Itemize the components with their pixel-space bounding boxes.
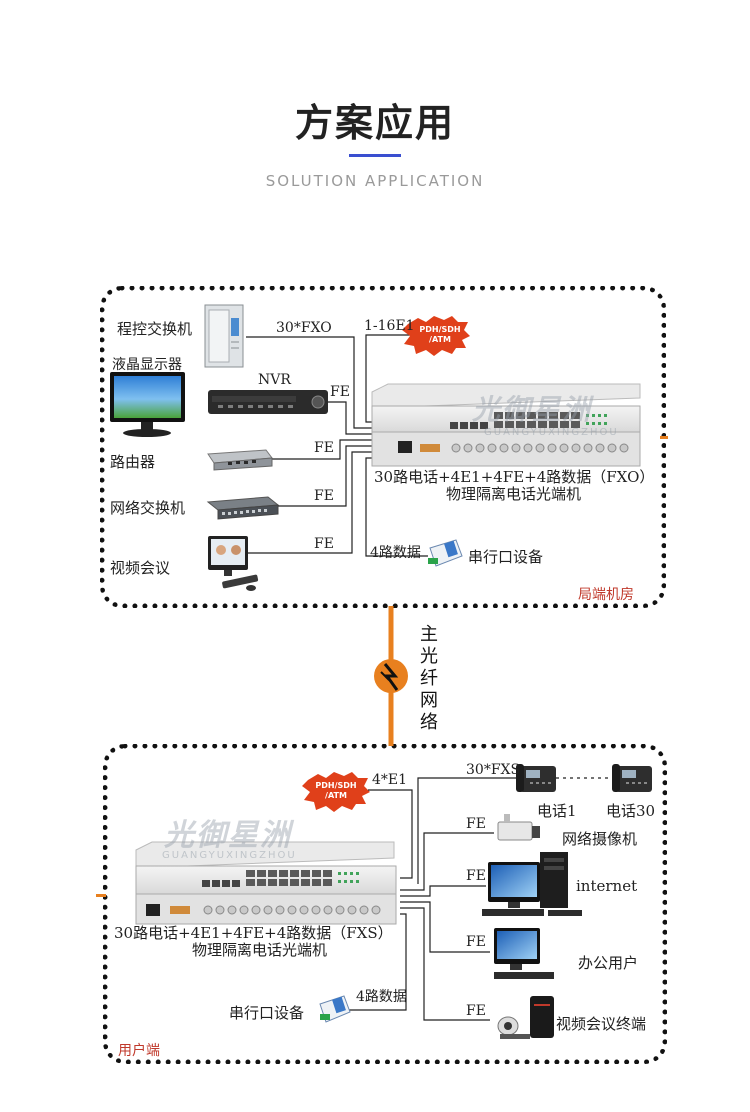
- top-fe-switch: FE: [314, 488, 334, 504]
- phone1-label: 电话1: [537, 802, 577, 820]
- title-underline: [349, 154, 401, 157]
- top-serial-device-icon: [428, 539, 463, 567]
- top-corner-label: 局端机房: [578, 587, 634, 603]
- fiber-char-5: 络: [420, 712, 438, 733]
- bottom-fe-internet: FE: [466, 868, 486, 884]
- top-serial-label: 串行口设备: [468, 548, 544, 566]
- bottom-serial-label: 串行口设备: [229, 1004, 305, 1022]
- top-equipment-line2: 物理隔离电话光端机: [446, 485, 582, 503]
- bottom-cloud-line1: PDH/SDH: [315, 781, 357, 790]
- phone30-label: 电话30: [606, 802, 656, 820]
- top-watermark: 光御星洲: [472, 393, 593, 426]
- top-equipment-line1: 30路电话+4E1+4FE+4路数据（FXO）: [374, 468, 655, 486]
- page-subtitle: SOLUTION APPLICATION: [265, 172, 485, 190]
- office-pc-icon: [494, 928, 554, 979]
- video-terminal-icon: [497, 996, 554, 1039]
- office-label: 办公用户: [578, 954, 639, 972]
- internet-pc-icon: [482, 852, 582, 916]
- video-conference-icon: [208, 536, 259, 591]
- top-fe-router: FE: [314, 440, 334, 456]
- top-edge-marker: [660, 436, 668, 439]
- top-cloud-line1: PDH/SDH: [419, 325, 461, 334]
- video-terminal-label: 视频会议终端: [556, 1015, 647, 1033]
- ip-camera-icon: [497, 814, 540, 841]
- top-pdh-cloud-icon: [402, 316, 470, 356]
- internet-label: internet: [576, 877, 638, 895]
- nvr-label: NVR: [258, 372, 291, 388]
- top-fe-video: FE: [314, 536, 334, 552]
- bottom-site-frame: [103, 744, 667, 1064]
- bottom-equipment-line2: 物理隔离电话光端机: [192, 941, 328, 959]
- fiber-network-label: 主 光 纤 网 络: [418, 624, 440, 734]
- fiber-char-1: 主: [420, 624, 438, 645]
- pbx-label: 程控交换机: [117, 320, 193, 338]
- top-site-frame: [100, 286, 666, 608]
- top-watermark-en: GUANGYUXINGZHOU: [484, 427, 619, 438]
- phone-30-icon: [612, 764, 652, 792]
- bottom-fe-ipcam: FE: [466, 816, 486, 832]
- monitor-label: 液晶显示器: [112, 357, 182, 373]
- router-label: 路由器: [110, 453, 156, 471]
- bottom-e1-link: 4*E1: [372, 772, 408, 788]
- bottom-watermark: 光御星洲: [164, 818, 292, 853]
- bottom-connection-lines: [346, 777, 516, 1021]
- bottom-watermark-en: GUANGYUXINGZHOU: [162, 850, 297, 861]
- top-data4-link: 4路数据: [370, 545, 421, 561]
- fiber-char-3: 纤: [420, 668, 438, 689]
- bottom-pdh-cloud-icon: [302, 772, 370, 812]
- top-fxo-link: 30*FXO: [276, 320, 332, 336]
- bottom-edge-marker: [96, 894, 106, 897]
- fiber-char-2: 光: [420, 646, 438, 667]
- monitor-icon: [110, 372, 185, 437]
- fiber-char-4: 网: [420, 690, 438, 711]
- top-cloud-line2: /ATM: [429, 335, 451, 344]
- phone-1-icon: [516, 764, 556, 792]
- switch-icon: [206, 496, 280, 520]
- bottom-fe-office: FE: [466, 934, 486, 950]
- router-icon: [207, 449, 273, 471]
- fiber-network-icon: [374, 659, 408, 693]
- nvr-icon: [208, 390, 328, 414]
- bottom-fxs-link: 30*FXS: [466, 762, 521, 778]
- top-e1-link: 1-16E1: [364, 318, 415, 334]
- bottom-cloud-line2: /ATM: [325, 791, 347, 800]
- ipcam-label: 网络摄像机: [562, 830, 638, 848]
- bottom-corner-label: 用户端: [118, 1043, 160, 1059]
- switch-label: 网络交换机: [110, 499, 186, 517]
- top-connection-lines: [238, 334, 428, 557]
- top-fe-nvr: FE: [330, 384, 350, 400]
- pbx-cabinet-icon: [204, 304, 244, 368]
- bottom-data4-link: 4路数据: [356, 989, 407, 1005]
- bottom-cloud-text: PDH/SDH /ATM: [308, 781, 364, 801]
- bottom-fe-video: FE: [466, 1003, 486, 1019]
- bottom-equipment-line1: 30路电话+4E1+4FE+4路数据（FXS）: [114, 924, 393, 942]
- bottom-serial-device-icon: [319, 995, 351, 1023]
- top-optical-terminal: [371, 383, 641, 467]
- video-conf-label: 视频会议: [110, 559, 171, 577]
- page-title: 方案应用: [294, 101, 455, 145]
- top-cloud-text: PDH/SDH /ATM: [412, 325, 468, 345]
- bottom-optical-terminal: [135, 841, 397, 925]
